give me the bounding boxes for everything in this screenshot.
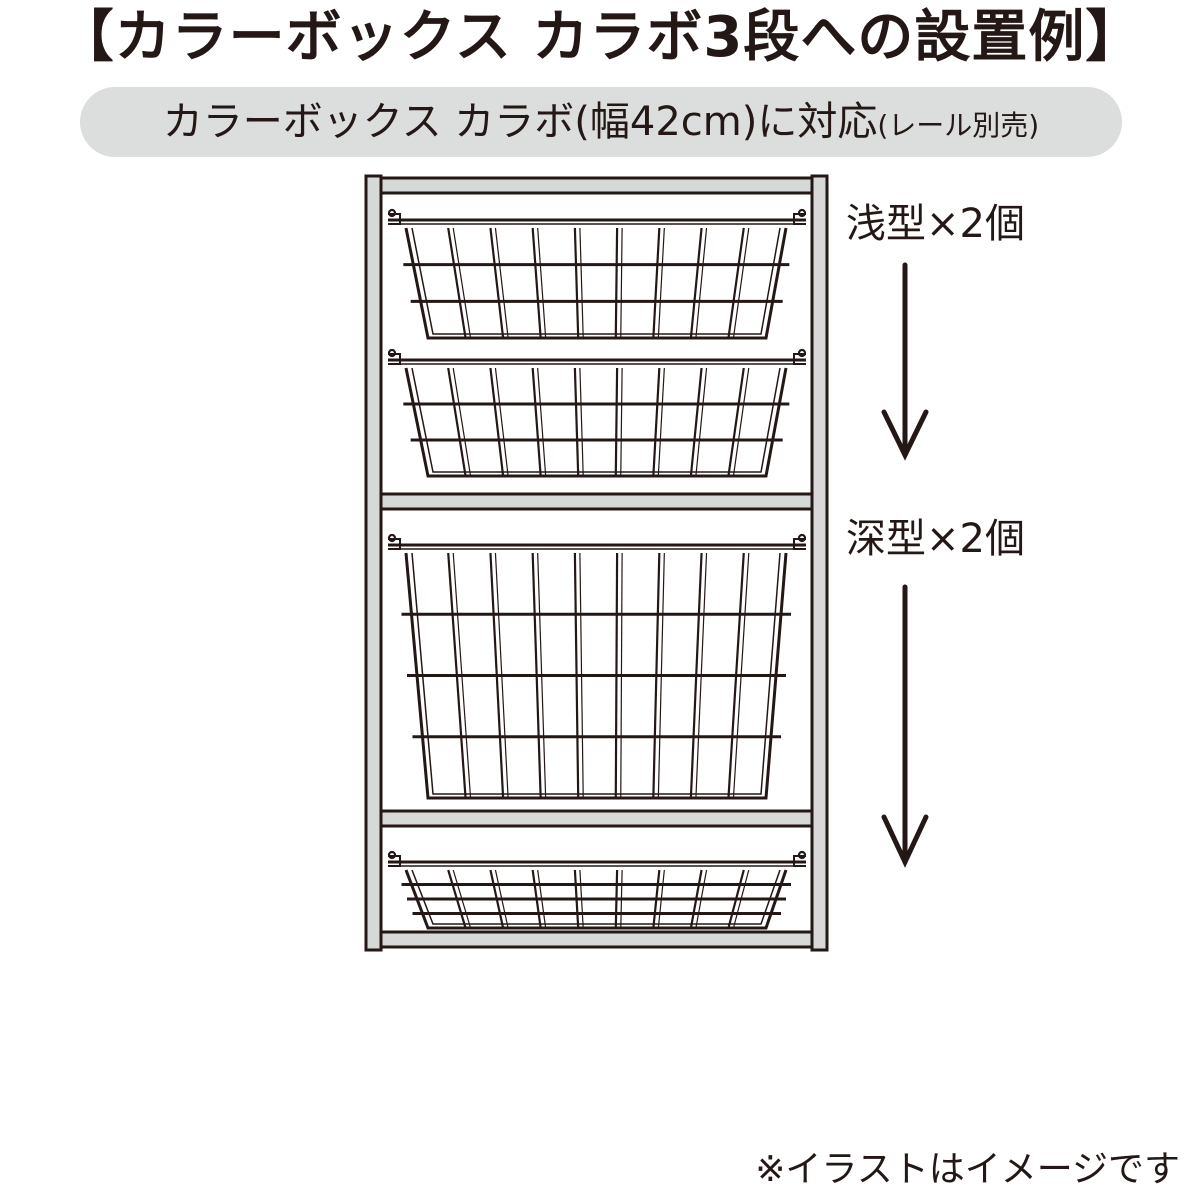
page-title: 【カラーボックス カラボ3段への設置例】 (57, 5, 1143, 70)
arrow-down-icon (881, 584, 929, 868)
shelf-frame-icon (364, 174, 829, 952)
wire-basket-icon (387, 348, 807, 478)
frame-bottom-board (379, 930, 814, 949)
frame-shelf-board-1 (379, 492, 814, 511)
frame-right-side (810, 174, 829, 952)
compatibility-text: カラーボックス カラボ(幅42cm)に対応 (162, 99, 878, 145)
rail-sold-separately-note: (レール別売) (877, 109, 1040, 142)
wire-basket-icon (387, 208, 807, 340)
basket-group (387, 208, 807, 930)
illustration-disclaimer: ※イラストはイメージです (755, 1149, 1180, 1190)
frame-left-side (364, 174, 383, 952)
wire-basket-icon (387, 850, 807, 930)
arrow-down-icon (881, 262, 929, 461)
compatibility-banner: カラーボックス カラボ(幅42cm)に対応(レール別売) (80, 87, 1122, 157)
shallow-basket-label: 浅型×2個 (846, 201, 1025, 247)
frame-top-board (379, 176, 814, 195)
frame-shelf-board-2 (379, 809, 814, 828)
wire-basket-icon (387, 533, 807, 800)
deep-basket-label: 深型×2個 (846, 516, 1025, 562)
